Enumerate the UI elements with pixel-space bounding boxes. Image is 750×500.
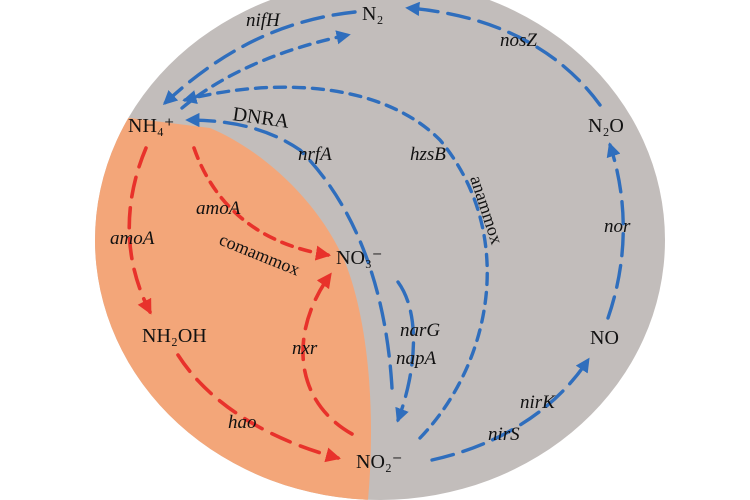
nxr-arrow: [301, 272, 354, 436]
nirK-gene-label: nirK: [520, 392, 556, 413]
nirK-nirS-arrow: [430, 357, 590, 462]
no2-label: NO₂⁻: [356, 451, 402, 473]
anammox-arrow: [182, 85, 489, 440]
oxic-region: [95, 118, 372, 500]
hzsB-gene-label: hzsB: [410, 144, 446, 165]
hao-arrow: [176, 353, 341, 463]
nirS-gene-label: nirS: [488, 424, 520, 445]
napA-gene-label: napA: [396, 348, 437, 369]
nor-arrow: [606, 142, 625, 320]
n2-label: N₂: [362, 3, 383, 25]
nh2oh-label: NH₂OH: [142, 325, 207, 347]
narG-napA-arrow: [395, 280, 416, 423]
hao-gene-label: hao: [228, 412, 257, 433]
nosZ-arrow: [405, 1, 602, 107]
nxr-gene-label: nxr: [292, 338, 318, 359]
comammox-arrow: [192, 146, 331, 261]
no-label: NO: [590, 327, 619, 349]
nrfA-arrow: [185, 112, 394, 390]
nifH-arrow: [162, 10, 357, 105]
no3-label: NO₃⁻: [336, 247, 382, 269]
amoA-center-gene-label: amoA: [196, 198, 241, 219]
narG-gene-label: narG: [400, 320, 440, 341]
nosZ-gene-label: nosZ: [500, 30, 537, 51]
nor-gene-label: nor: [604, 216, 631, 237]
nifH-gene-label: nifH: [246, 10, 281, 31]
n2o-label: N₂O: [588, 115, 624, 137]
amoA-arrow: [127, 146, 152, 315]
amoA-left-gene-label: amoA: [110, 228, 155, 249]
nh4-label: NH₄⁺: [128, 115, 174, 137]
nrfA-gene-label: nrfA: [298, 144, 332, 165]
